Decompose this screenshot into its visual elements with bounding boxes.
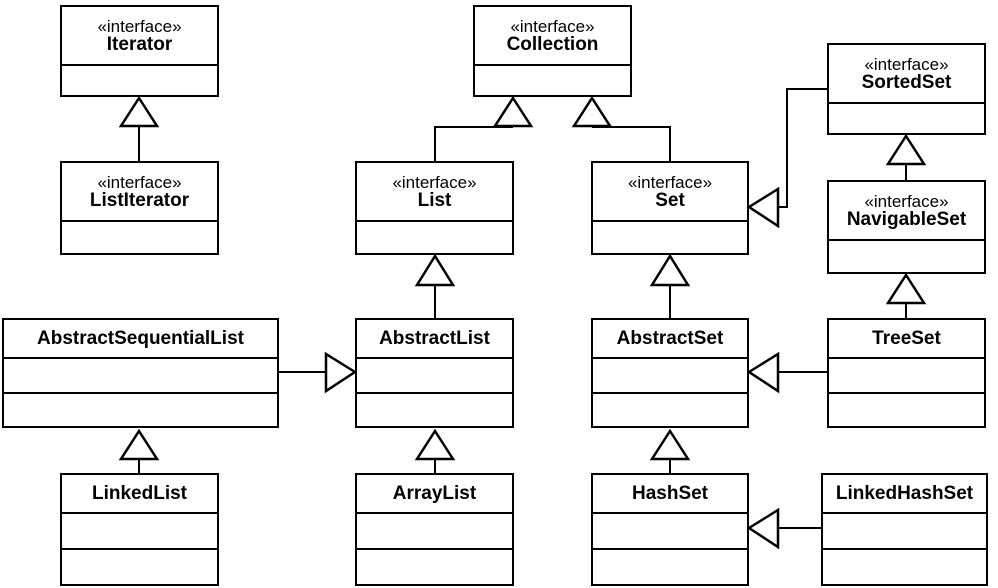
class-box-compartment-treeset-2 — [829, 391, 984, 427]
edge-abstractset-set — [649, 253, 691, 318]
class-box-compartment-hashset-2 — [593, 548, 747, 584]
class-box-list[interactable]: «interface»List — [355, 161, 514, 255]
class-box-header-abstractsequentiallist: AbstractSequentialList — [4, 320, 277, 357]
class-name-iterator: Iterator — [106, 34, 173, 56]
class-name-listiterator: ListIterator — [89, 190, 190, 212]
class-box-compartment-collection-1 — [475, 64, 630, 95]
edge-navigableset-sortedset — [885, 133, 927, 180]
stereotype-label-listiterator: «interface» — [97, 172, 182, 192]
edge-treeset-abstractset — [746, 351, 827, 394]
class-name-abstractsequentiallist: AbstractSequentialList — [37, 327, 244, 349]
class-box-compartment-set-1 — [593, 220, 747, 253]
class-name-collection: Collection — [506, 34, 599, 56]
class-box-compartment-iterator-1 — [62, 64, 217, 95]
class-box-header-hashset: HashSet — [593, 475, 747, 512]
class-box-compartment-abstractsequentiallist-2 — [4, 391, 277, 427]
class-box-header-sortedset: «interface»SortedSet — [829, 45, 984, 102]
class-box-header-iterator: «interface»Iterator — [62, 7, 217, 64]
class-box-compartment-linkedlist-2 — [62, 548, 217, 584]
class-box-compartment-abstractsequentiallist-1 — [4, 357, 277, 392]
class-box-header-listiterator: «interface»ListIterator — [62, 163, 217, 220]
class-box-header-list: «interface»List — [357, 163, 512, 220]
class-box-compartment-abstractlist-2 — [357, 391, 512, 427]
class-box-header-set: «interface»Set — [593, 163, 747, 220]
class-box-abstractset[interactable]: AbstractSet — [591, 318, 749, 428]
class-name-linkedhashset: LinkedHashSet — [835, 482, 974, 504]
class-box-compartment-abstractset-1 — [593, 357, 747, 392]
stereotype-label-navigableset: «interface» — [864, 191, 949, 211]
class-name-list: List — [417, 190, 452, 212]
class-box-arraylist[interactable]: ArrayList — [355, 473, 514, 586]
edge-linkedlist-abstractsequentiallist — [118, 428, 160, 473]
class-name-abstractlist: AbstractList — [379, 327, 490, 349]
class-box-header-linkedlist: LinkedList — [62, 475, 217, 512]
class-box-listiterator[interactable]: «interface»ListIterator — [60, 161, 219, 255]
edge-set-collection — [571, 95, 671, 161]
class-box-collection[interactable]: «interface»Collection — [473, 5, 632, 97]
class-box-header-collection: «interface»Collection — [475, 7, 630, 64]
edge-abstractsequentiallist-abstractlist — [279, 351, 358, 394]
class-box-compartment-treeset-1 — [829, 357, 984, 392]
class-box-compartment-abstractlist-1 — [357, 357, 512, 392]
class-name-set: Set — [655, 190, 685, 212]
class-box-header-treeset: TreeSet — [829, 320, 984, 357]
stereotype-label-collection: «interface» — [510, 16, 595, 36]
class-box-compartment-listiterator-1 — [62, 220, 217, 253]
edge-abstractlist-list — [414, 253, 456, 318]
class-box-abstractsequentiallist[interactable]: AbstractSequentialList — [2, 318, 279, 428]
class-box-abstractlist[interactable]: AbstractList — [355, 318, 514, 428]
class-name-linkedlist: LinkedList — [91, 482, 187, 504]
class-box-header-navigableset: «interface»NavigableSet — [829, 182, 984, 239]
class-name-abstractset: AbstractSet — [616, 327, 724, 349]
edge-arraylist-abstractlist — [414, 428, 456, 473]
class-box-iterator[interactable]: «interface»Iterator — [60, 5, 219, 97]
class-box-hashset[interactable]: HashSet — [591, 473, 749, 586]
stereotype-label-iterator: «interface» — [97, 16, 182, 36]
class-box-compartment-arraylist-1 — [357, 512, 512, 548]
stereotype-label-set: «interface» — [627, 172, 713, 192]
class-box-header-linkedhashset: LinkedHashSet — [823, 475, 986, 512]
class-box-compartment-arraylist-2 — [357, 548, 512, 584]
class-box-navigableset[interactable]: «interface»NavigableSet — [827, 180, 986, 274]
class-name-sortedset: SortedSet — [861, 72, 952, 94]
class-box-compartment-abstractset-2 — [593, 391, 747, 427]
edge-linkedhashset-hashset — [746, 507, 821, 550]
class-name-navigableset: NavigableSet — [846, 209, 967, 231]
edge-treeset-navigableset — [885, 272, 927, 318]
edge-hashset-abstractset — [649, 428, 691, 473]
class-box-compartment-linkedlist-1 — [62, 512, 217, 548]
edge-sortedset-set — [746, 88, 827, 229]
class-box-treeset[interactable]: TreeSet — [827, 318, 986, 428]
class-name-treeset: TreeSet — [872, 327, 941, 349]
edge-list-collection — [434, 95, 534, 161]
class-box-linkedhashset[interactable]: LinkedHashSet — [821, 473, 988, 586]
class-name-arraylist: ArrayList — [392, 482, 477, 504]
class-box-header-abstractset: AbstractSet — [593, 320, 747, 357]
class-box-compartment-linkedhashset-2 — [823, 548, 986, 584]
class-name-hashset: HashSet — [631, 482, 709, 504]
class-box-compartment-linkedhashset-1 — [823, 512, 986, 548]
class-box-header-abstractlist: AbstractList — [357, 320, 512, 357]
class-box-header-arraylist: ArrayList — [357, 475, 512, 512]
stereotype-label-list: «interface» — [392, 172, 477, 192]
class-box-sortedset[interactable]: «interface»SortedSet — [827, 43, 986, 135]
class-box-set[interactable]: «interface»Set — [591, 161, 749, 255]
class-box-compartment-sortedset-1 — [829, 102, 984, 133]
stereotype-label-sortedset: «interface» — [864, 54, 949, 74]
edge-listiterator-iterator — [118, 95, 160, 161]
class-box-compartment-navigableset-1 — [829, 239, 984, 272]
class-box-linkedlist[interactable]: LinkedList — [60, 473, 219, 586]
class-box-compartment-list-1 — [357, 220, 512, 253]
class-box-compartment-hashset-1 — [593, 512, 747, 548]
